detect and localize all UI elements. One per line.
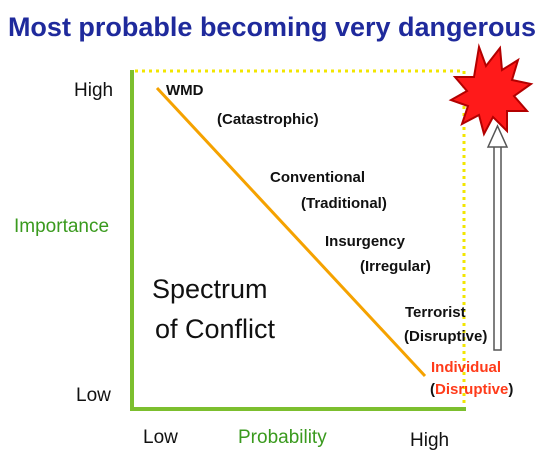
wmd-sublabel: (Catastrophic) (217, 111, 319, 128)
spectrum-diagonal-line (155, 86, 427, 378)
x-axis-low-label: Low (143, 427, 178, 448)
terrorist-label: Terrorist (405, 304, 466, 321)
y-axis-low-label: Low (76, 385, 111, 406)
spectrum-label-line2: of Conflict (155, 314, 276, 344)
individual-disruptive-text: Disruptive (435, 381, 508, 398)
y-axis-high-label: High (74, 80, 113, 101)
x-axis-title: Probability (238, 427, 327, 448)
wmd-label: WMD (166, 82, 204, 99)
individual-paren-open: ( (430, 381, 435, 398)
individual-sublabel: (Disruptive) (430, 381, 513, 398)
terrorist-sublabel: (Disruptive) (404, 328, 487, 345)
page-title: Most probable becoming very dangerous (8, 12, 536, 42)
conventional-sublabel: (Traditional) (301, 195, 387, 212)
up-arrow-icon (486, 124, 509, 351)
insurgency-label: Insurgency (325, 233, 406, 250)
insurgency-sublabel: (Irregular) (360, 258, 431, 275)
x-axis-high-label: High (410, 430, 449, 451)
spectrum-label-line1: Spectrum (152, 274, 268, 304)
conventional-label: Conventional (270, 169, 365, 186)
individual-label: Individual (431, 359, 501, 376)
y-axis-title: Importance (14, 216, 109, 237)
explosion-burst-icon (448, 43, 534, 137)
individual-paren-close: ) (508, 381, 513, 398)
